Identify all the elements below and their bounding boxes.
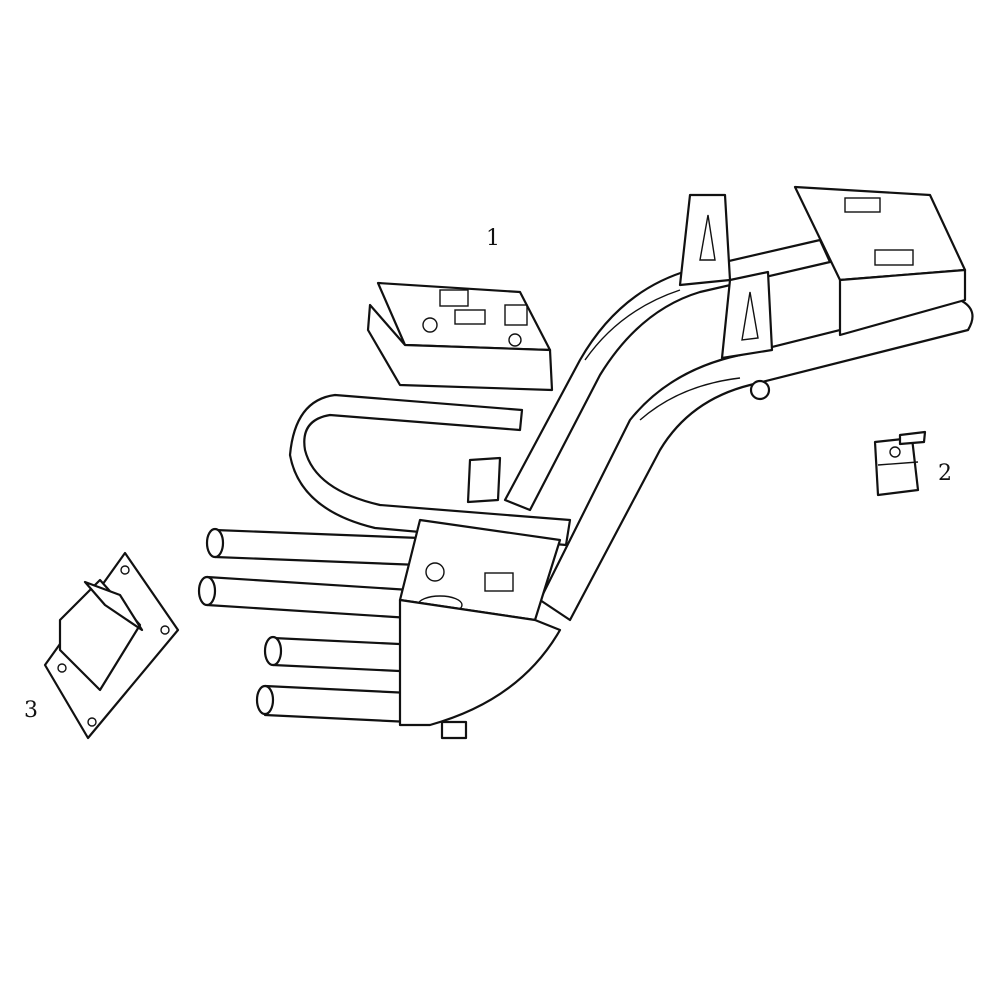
callout-3: 3 [24,698,38,723]
callout-1: 1 [486,226,500,251]
callout-2: 2 [938,461,952,486]
front-tubes [197,527,422,724]
part-2-relay [873,430,927,497]
main-frame-rails [503,238,974,622]
part-1-controller [366,281,554,392]
front-bracket-plate [398,456,562,740]
part-3-charging-socket [43,551,180,740]
frame-loop-tube [288,393,572,547]
rear-mount-brackets [678,185,967,401]
